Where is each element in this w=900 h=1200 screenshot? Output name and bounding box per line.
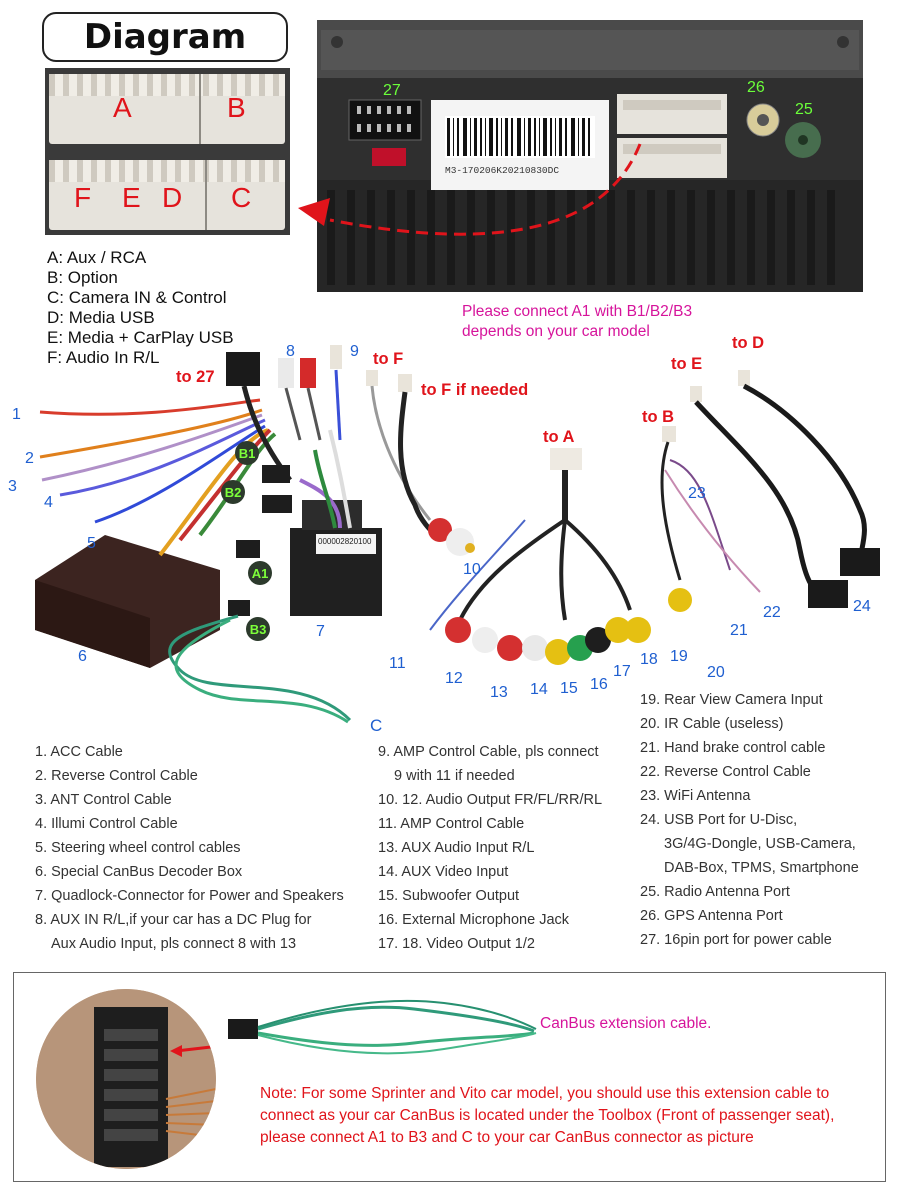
num-17: 17 (613, 663, 631, 680)
num-15: 15 (560, 680, 578, 697)
list-item: 5. Steering wheel control cables (35, 840, 241, 856)
label-to-d: to D (732, 334, 765, 352)
connector-label-d: D (162, 182, 183, 213)
label-a1: A1 (248, 561, 272, 585)
legend-item: F: Audio In R/L (47, 348, 160, 367)
list-mid: 9. AMP Control Cable, pls connect 9 with… (378, 744, 602, 960)
num-8: 8 (286, 343, 295, 360)
list-item: 1. ACC Cable (35, 744, 123, 760)
connector-top-block (49, 74, 285, 144)
list-item: 27. 16pin port for power cable (640, 932, 832, 948)
port-27-label: 27 (383, 82, 401, 99)
list-item: 26. GPS Antenna Port (640, 908, 783, 924)
list-right: 19. Rear View Camera Input 20. IR Cable … (640, 692, 859, 956)
connector-label-b: B (227, 92, 246, 123)
connect-note: Please connect A1 with B1/B2/B3 depends … (462, 303, 693, 340)
num-12: 12 (445, 670, 463, 687)
connection-arrow (298, 143, 642, 236)
num-4: 4 (44, 494, 53, 511)
legend-item: D: Media USB (47, 308, 155, 327)
connector-legend: A: Aux / RCA B: Option C: Camera IN & Co… (47, 248, 234, 368)
num-7: 7 (316, 623, 325, 640)
port-26-label: 26 (747, 79, 765, 96)
num-13: 13 (490, 684, 508, 701)
list-item: 25. Radio Antenna Port (640, 884, 790, 900)
list-item: 2. Reverse Control Cable (35, 768, 198, 784)
canbus-connector-photo (36, 989, 216, 1169)
label-b2: B2 (221, 480, 245, 504)
label-to-b: to B (642, 408, 675, 426)
legend-item: E: Media + CarPlay USB (47, 328, 234, 347)
list-left: 1. ACC Cable 2. Reverse Control Cable 3.… (35, 744, 344, 960)
list-item: 24. USB Port for U-Disc, (640, 812, 798, 828)
num-16: 16 (590, 676, 608, 693)
diagram-title: Diagram (42, 12, 288, 62)
label-to-e: to E (671, 355, 703, 373)
list-item: 9. AMP Control Cable, pls connect (378, 744, 599, 760)
num-21: 21 (730, 622, 748, 639)
list-item: 17. 18. Video Output 1/2 (378, 936, 535, 952)
list-item: 4. Illumi Control Cable (35, 816, 178, 832)
num-14: 14 (530, 681, 548, 698)
list-item: 19. Rear View Camera Input (640, 692, 823, 708)
connector-label-e: E (122, 182, 141, 213)
num-18: 18 (640, 651, 658, 668)
label-b3: B3 (246, 617, 270, 641)
label-to-27: to 27 (176, 368, 215, 386)
num-1: 1 (12, 406, 21, 423)
num-6: 6 (78, 648, 87, 665)
num-19: 19 (670, 648, 688, 665)
num-23: 23 (688, 485, 706, 502)
list-item: DAB-Box, TPMS, Smartphone (664, 860, 859, 876)
num-11: 11 (389, 655, 406, 672)
num-3: 3 (8, 478, 17, 495)
quadlock-code: 000002820100 (318, 537, 372, 546)
canbus-note-text: Note: For some Sprinter and Vito car mod… (260, 1085, 835, 1146)
legend-item: B: Option (47, 268, 118, 287)
list-item: 9 with 11 if needed (394, 768, 515, 784)
num-24: 24 (853, 598, 871, 615)
label-to-f: to F (373, 350, 404, 368)
label-to-f-if-needed: to F if needed (421, 381, 529, 399)
list-item: 23. WiFi Antenna (640, 788, 751, 804)
label-to-a: to A (543, 428, 575, 446)
legend-item: A: Aux / RCA (47, 248, 147, 267)
connector-label-c: C (231, 182, 252, 213)
list-item: 16. External Microphone Jack (378, 912, 570, 928)
num-10: 10 (463, 561, 481, 578)
serial-number: M3-170206K20210830DC (445, 165, 560, 176)
num-5: 5 (87, 535, 96, 552)
list-item: 6. Special CanBus Decoder Box (35, 864, 243, 880)
num-9: 9 (350, 343, 359, 360)
canbus-cable-label: CanBus extension cable. (540, 1015, 712, 1032)
connector-bottom-block (49, 160, 285, 230)
list-item: 3. ANT Control Cable (35, 792, 172, 808)
list-item: 20. IR Cable (useless) (640, 716, 784, 732)
head-unit-back: 27 26 25 M3-170206K20210830DC (317, 20, 863, 292)
list-item: 21. Hand brake control cable (640, 740, 826, 756)
num-20: 20 (707, 664, 725, 681)
legend-item: C: Camera IN & Control (47, 288, 227, 307)
list-item: 8. AUX IN R/L,if your car has a DC Plug … (35, 912, 312, 928)
canbus-note-box: CanBus extension cable. Note: For some S… (13, 972, 886, 1182)
harness-drawing (35, 345, 880, 724)
list-item: 13. AUX Audio Input R/L (378, 840, 535, 856)
list-item: 15. Subwoofer Output (378, 888, 520, 904)
label-b1: B1 (235, 441, 259, 465)
connector-label-f: F (74, 182, 92, 213)
connector-photo: A B F E D C (45, 68, 290, 235)
label-c: C (370, 716, 383, 735)
port-25-label: 25 (795, 101, 813, 118)
list-item: 14. AUX Video Input (378, 864, 509, 880)
list-item: 7. Quadlock-Connector for Power and Spea… (35, 888, 344, 904)
list-item: Aux Audio Input, pls connect 8 with 13 (51, 936, 297, 952)
canbus-cable-drawing (228, 999, 537, 1055)
list-item: 22. Reverse Control Cable (640, 764, 811, 780)
list-item: 3G/4G-Dongle, USB-Camera, (664, 836, 856, 852)
num-22: 22 (763, 604, 781, 621)
list-item: 10. 12. Audio Output FR/FL/RR/RL (378, 792, 603, 808)
connector-label-a: A (113, 92, 132, 123)
num-2: 2 (25, 450, 34, 467)
list-item: 11. AMP Control Cable (378, 816, 525, 832)
